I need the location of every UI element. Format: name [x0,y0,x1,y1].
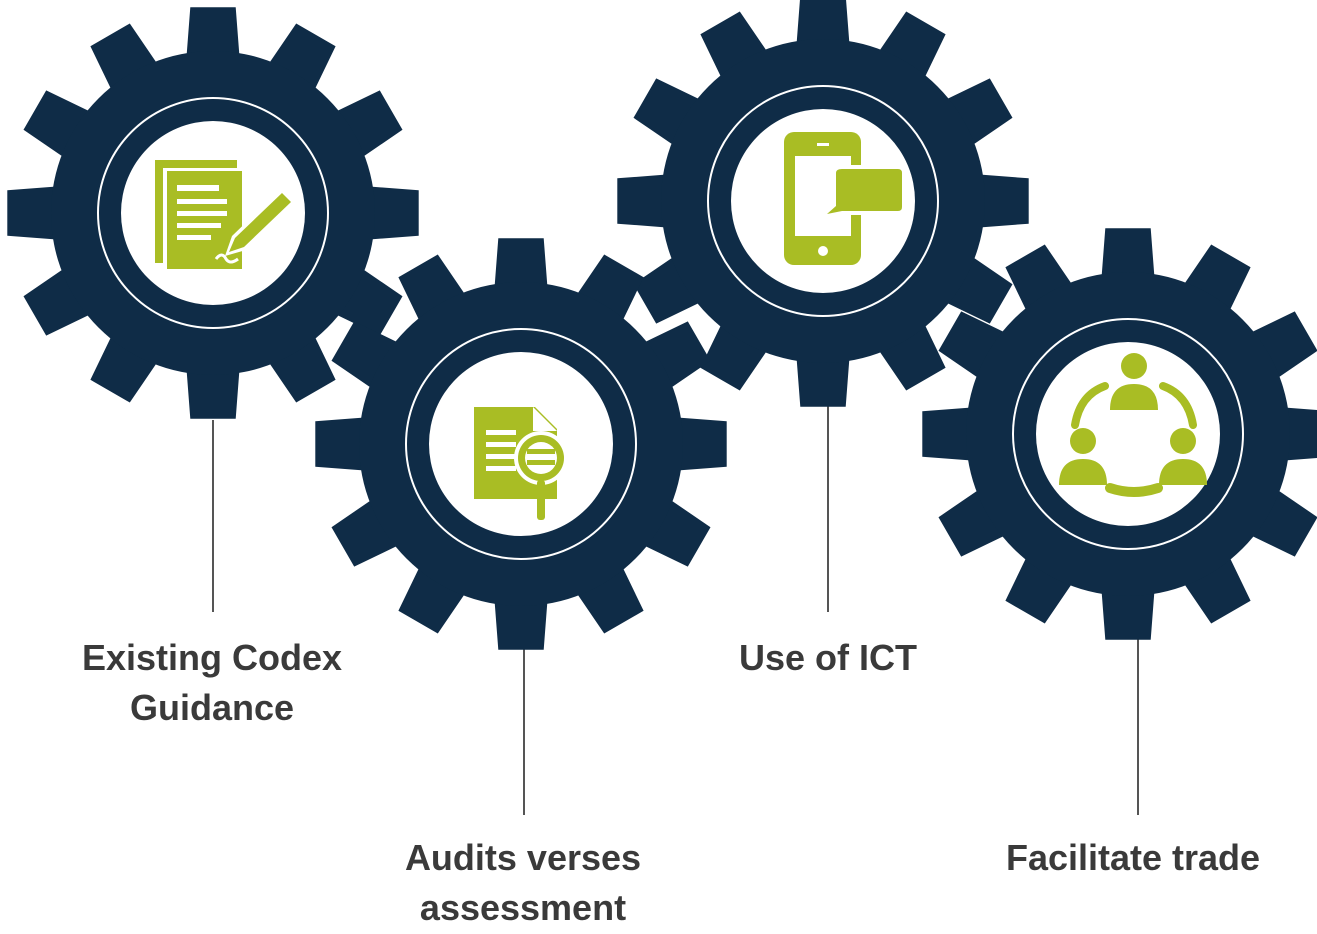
document-signing-icon [155,160,296,271]
label-codex: Existing Codex Guidance [42,633,382,733]
label-audits: Audits verses assessment [353,833,693,933]
label-audits-line-1: Audits verses [404,837,642,878]
mobile-message-icon [784,132,906,265]
label-codex-line-1: Existing Codex [81,637,343,678]
label-trade: Facilitate trade [963,833,1303,883]
label-trade-line-1: Facilitate trade [1005,837,1261,878]
label-ict-line-1: Use of ICT [738,637,917,678]
people-network-icon [1059,353,1207,497]
label-ict: Use of ICT [658,633,998,683]
label-audits-line-2: assessment [419,887,627,928]
document-search-icon [474,407,568,520]
label-codex-line-2: Guidance [129,687,295,728]
